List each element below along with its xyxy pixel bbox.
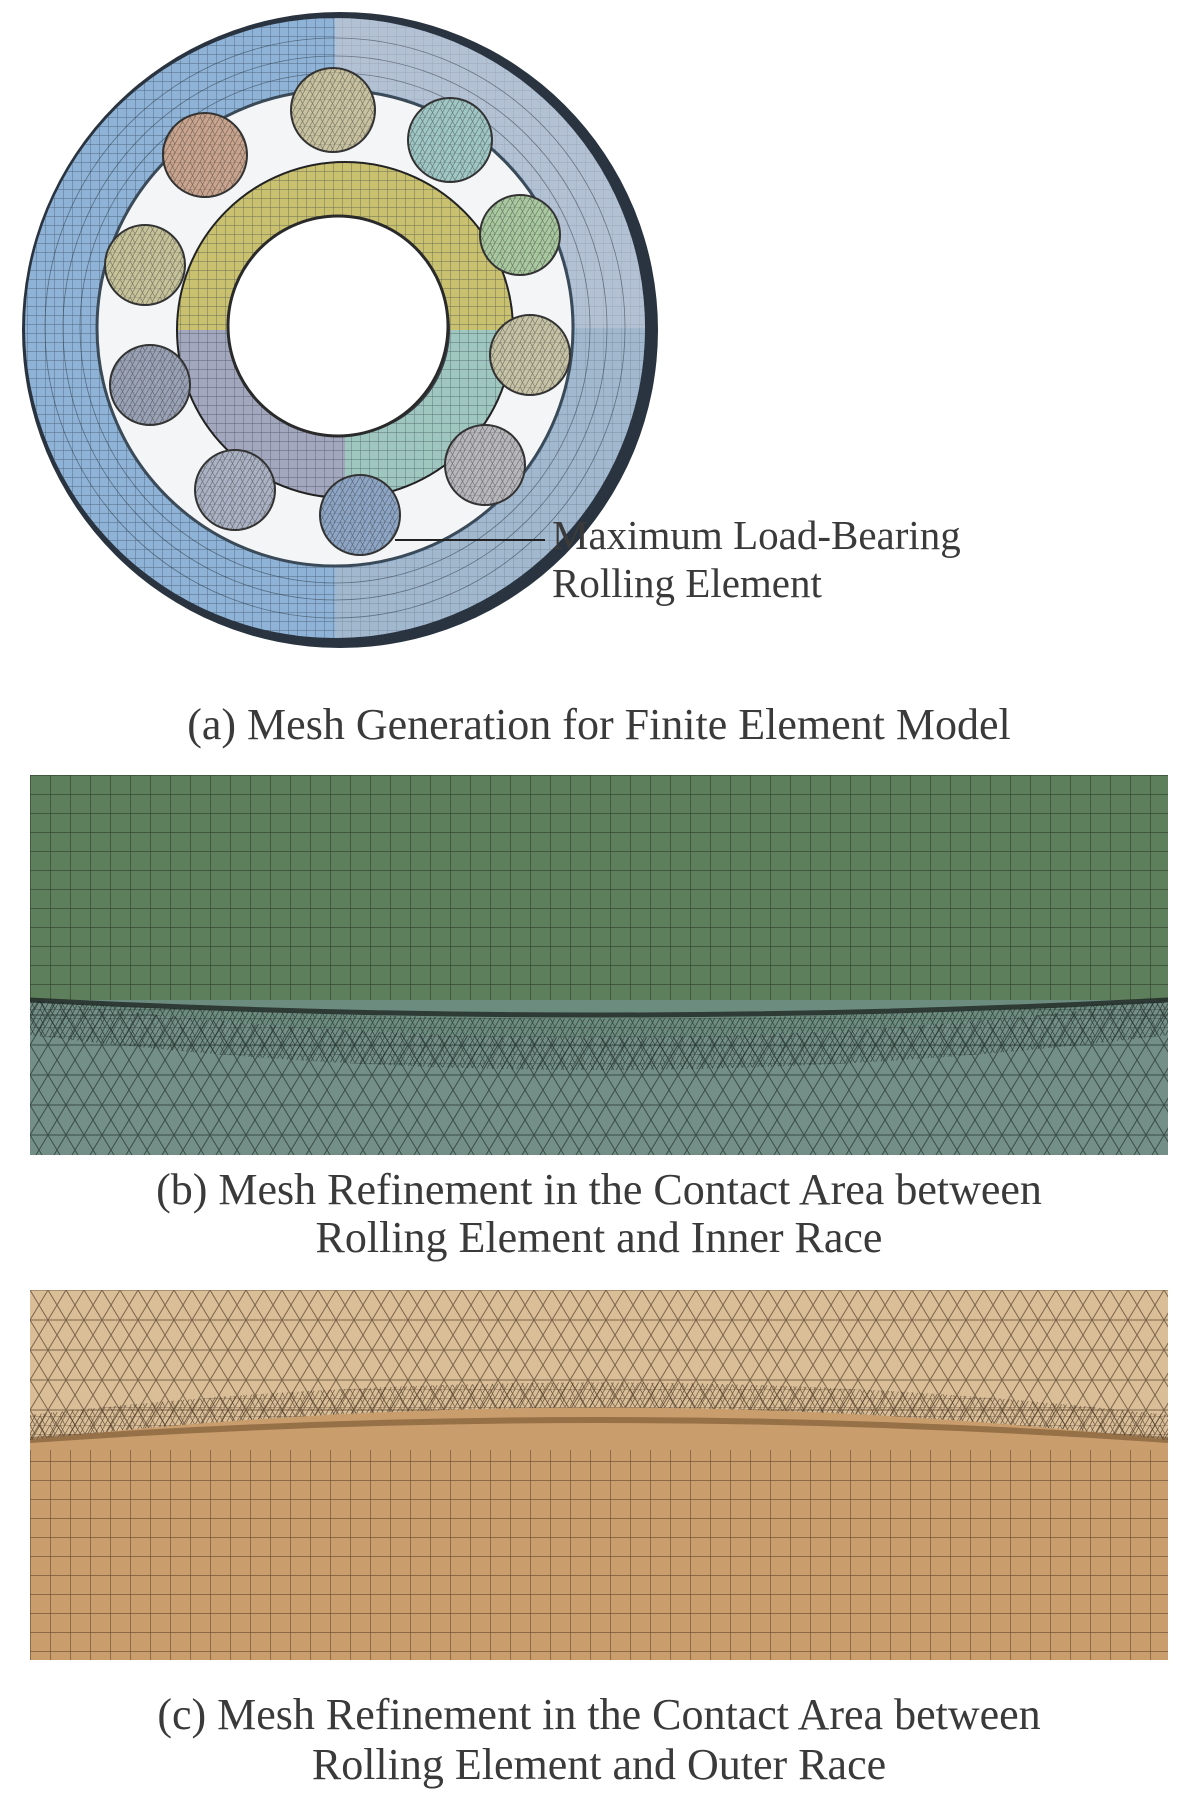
rolling-element (479, 194, 561, 276)
annotation-max-load-line1: Maximum Load-Bearing (552, 512, 961, 558)
inner-race (176, 161, 514, 499)
rolling-element (194, 449, 276, 531)
rolling-element (290, 67, 376, 153)
caption-panel-c-line2: Rolling Element and Outer Race (311, 1740, 887, 1789)
bearing-mesh-figure (22, 12, 658, 648)
rolling-elements (104, 67, 571, 556)
caption-panel-b-line2: Rolling Element and Inner Race (315, 1213, 883, 1262)
caption-panel-b-line1: (b) Mesh Refinement in the Contact Area … (156, 1165, 1042, 1214)
rolling-element (162, 112, 248, 198)
rolling-element-max-load (319, 474, 401, 556)
rolling-element (407, 97, 493, 183)
rolling-element (444, 424, 526, 506)
rolling-element (109, 344, 191, 426)
rolling-element (489, 314, 571, 396)
panel-c-mesh (30, 1290, 1168, 1660)
caption-panel-c-line1: (c) Mesh Refinement in the Contact Area … (157, 1690, 1041, 1739)
caption-panel-a: (a) Mesh Generation for Finite Element M… (187, 700, 1011, 749)
annotation-max-load-line2: Rolling Element (552, 560, 822, 606)
panel-b-mesh (30, 775, 1168, 1155)
rolling-element (104, 224, 186, 306)
